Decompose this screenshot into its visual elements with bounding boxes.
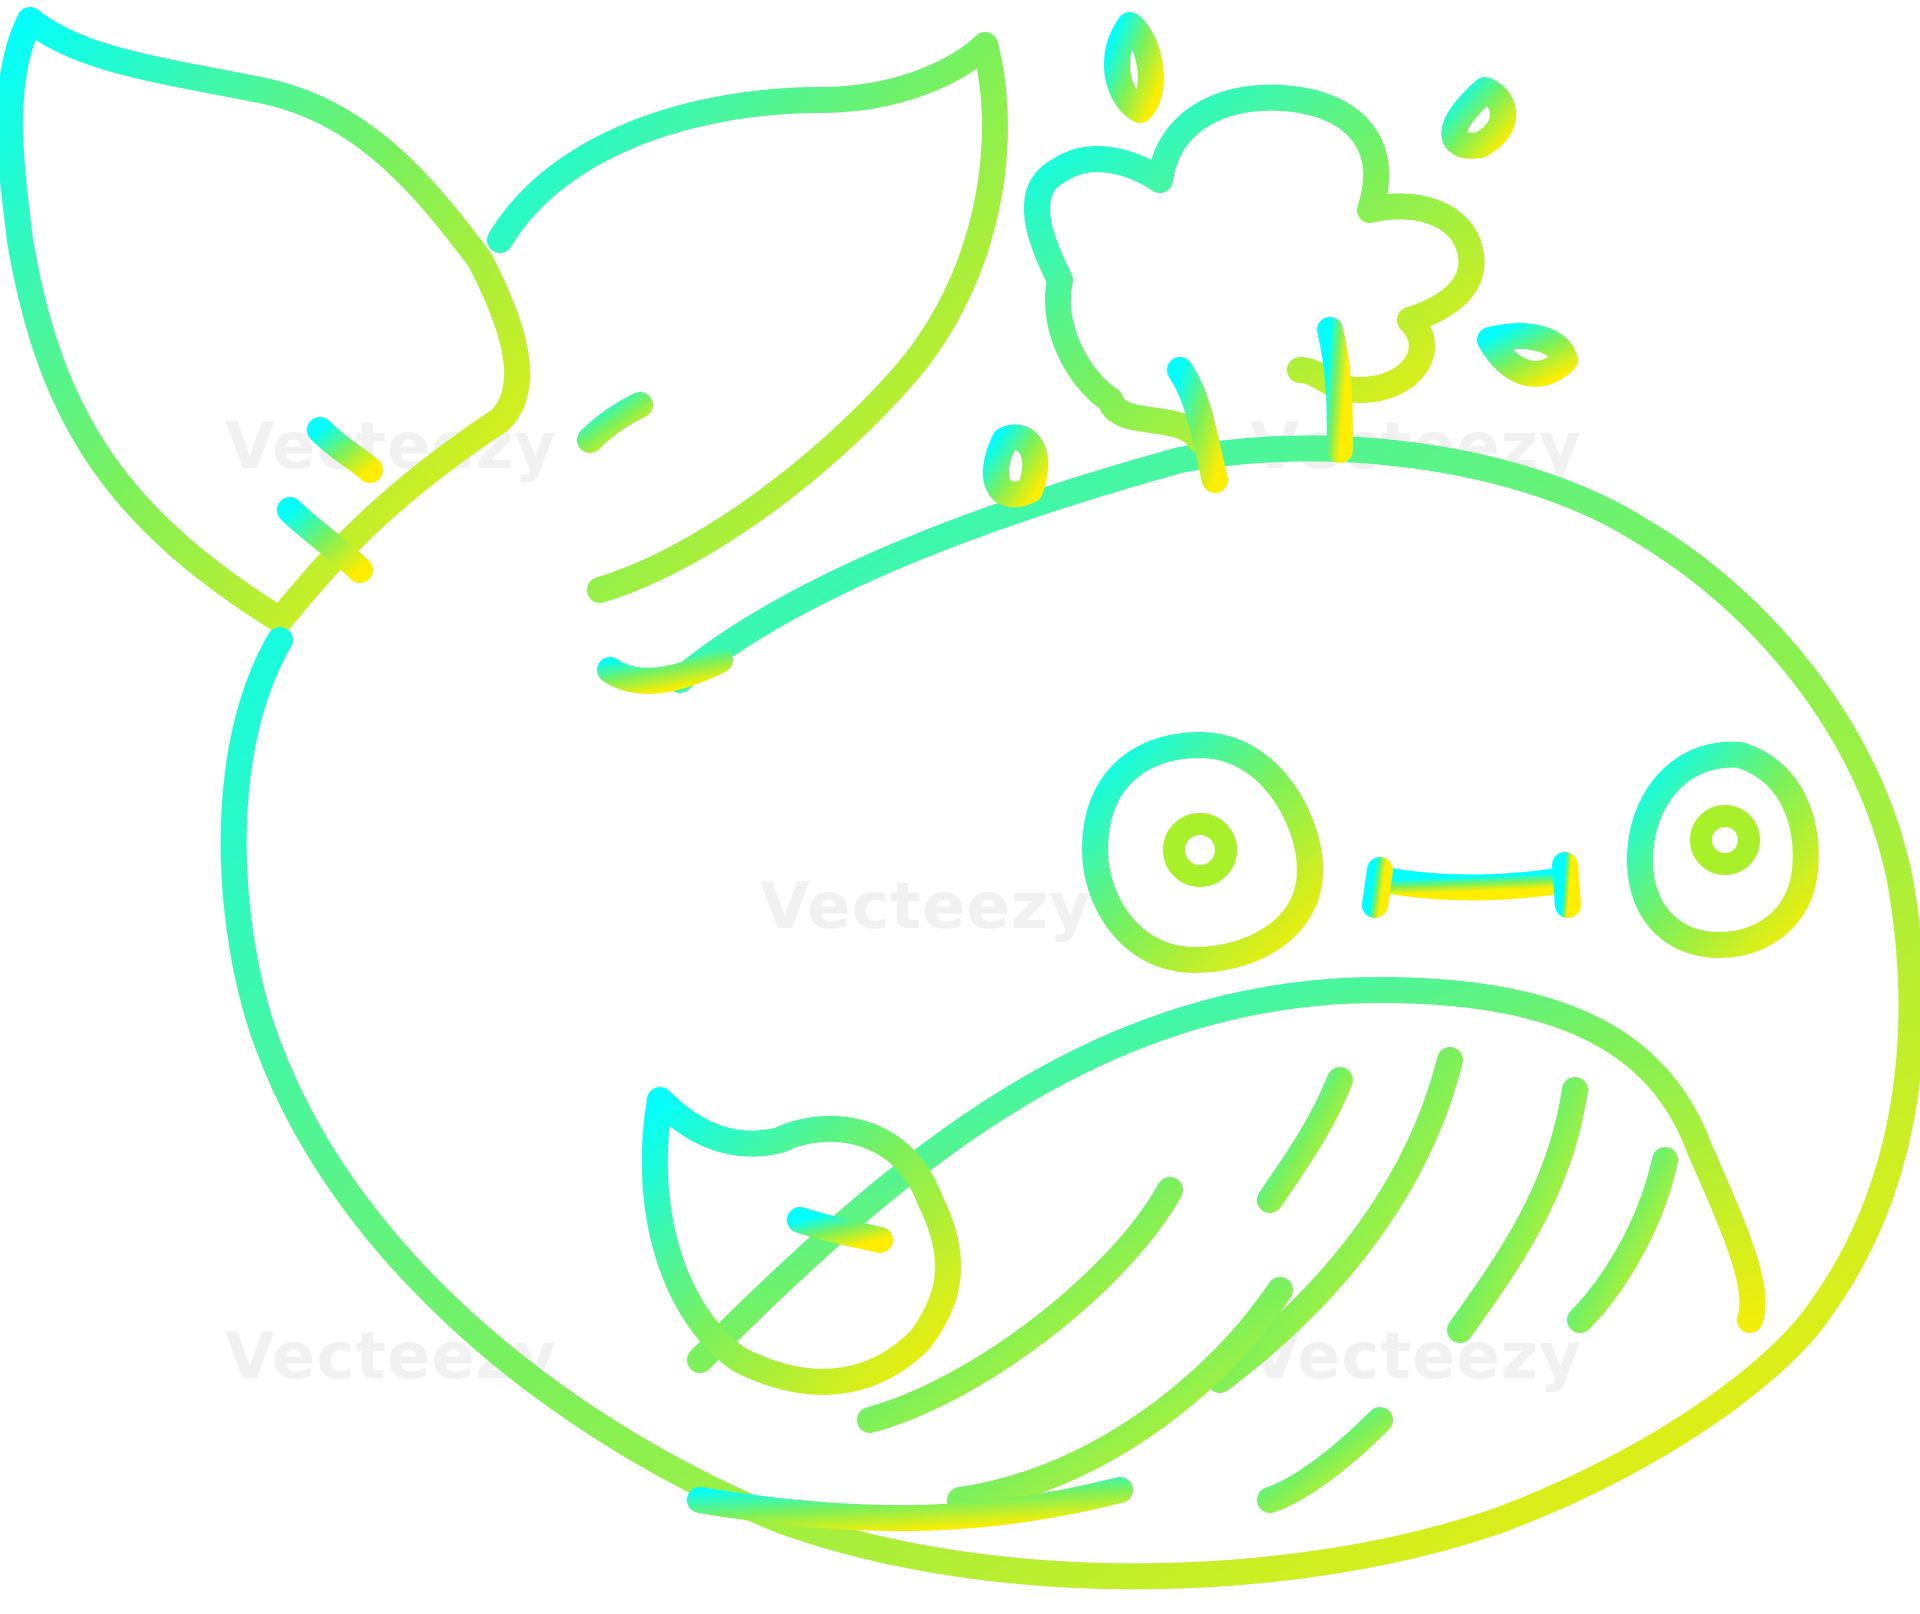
spout-stem [1167, 357, 1228, 493]
spout-cloud [1023, 84, 1485, 453]
right-eye [1627, 741, 1819, 958]
water-droplet [1441, 77, 1517, 159]
water-droplet [1103, 12, 1164, 123]
throat-groove [687, 1477, 1133, 1532]
whale-smile [1372, 867, 1578, 901]
tail-detail [277, 497, 373, 583]
right-pupil [1690, 805, 1760, 875]
throat-groove [1257, 1067, 1353, 1213]
throat-groove [857, 1177, 1183, 1433]
whale-tail-right [487, 32, 1008, 603]
water-droplet [1477, 323, 1578, 387]
tail-detail [307, 417, 383, 483]
whale-flipper [641, 1087, 962, 1395]
tail-detail [597, 647, 733, 694]
whale-jaw [687, 977, 1766, 1373]
smile-end [1362, 857, 1393, 918]
throat-groove [1257, 1407, 1393, 1513]
left-pupil [1163, 813, 1237, 887]
smile-end [1552, 852, 1581, 918]
spout-stem [1317, 317, 1353, 463]
throat-groove [1567, 1147, 1678, 1333]
throat-groove [1207, 1047, 1463, 1393]
throat-groove [1447, 1077, 1588, 1343]
watermark: Vecteezy [1250, 1320, 1582, 1394]
throat-groove [947, 1277, 1293, 1513]
water-droplet [983, 424, 1049, 508]
left-eye [1082, 732, 1323, 973]
whale-tail [0, 7, 531, 633]
flipper-line [787, 1207, 893, 1253]
watermark: Vecteezy [760, 870, 1092, 944]
tail-detail [577, 392, 653, 453]
whale-body [220, 435, 1920, 1590]
